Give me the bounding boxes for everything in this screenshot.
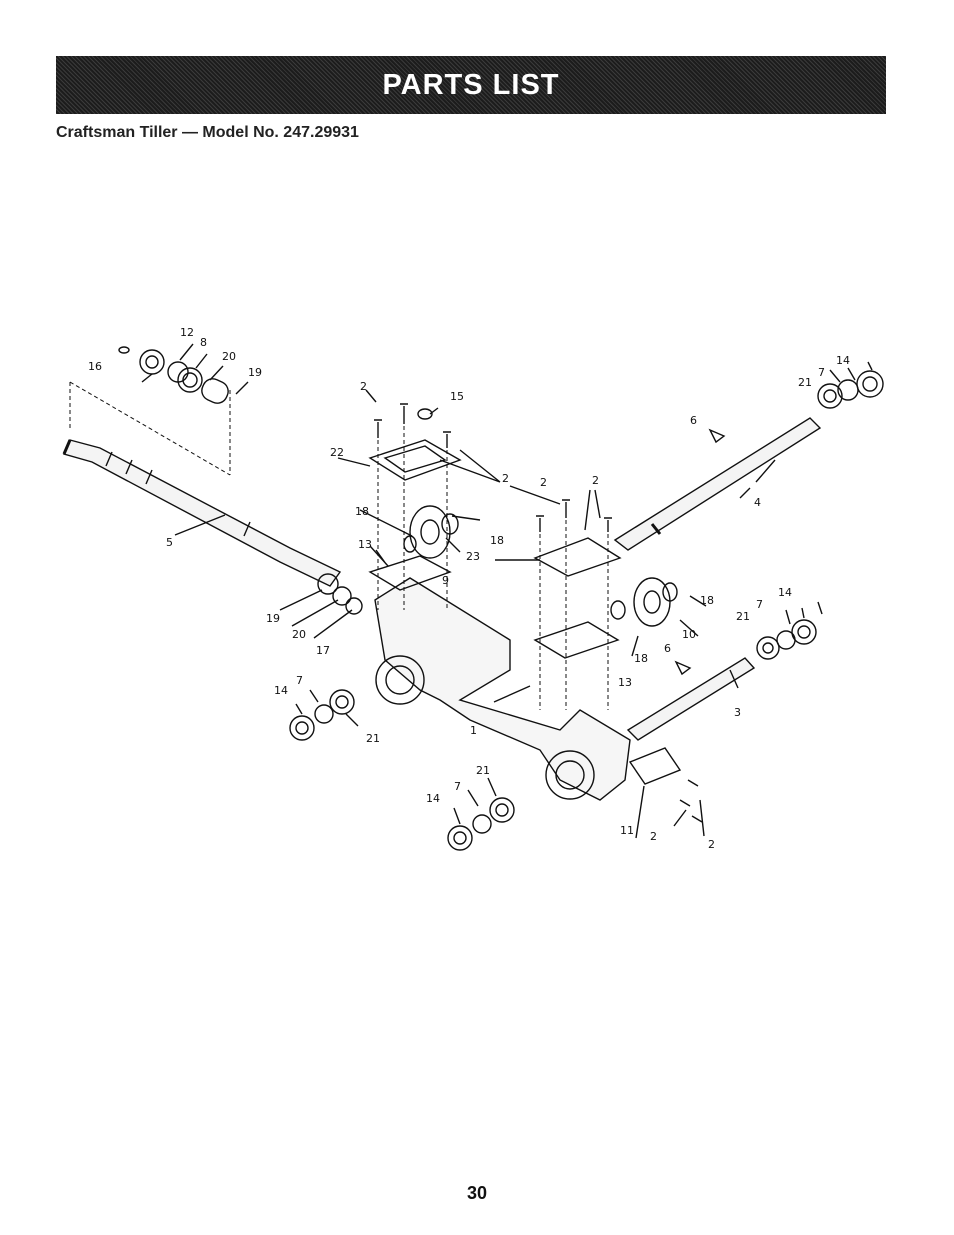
callout-6b: 6 — [664, 642, 671, 655]
callout-17: 17 — [316, 644, 330, 657]
callout-1: 1 — [470, 724, 477, 737]
callout-2e: 2 — [708, 838, 715, 851]
callout-20b: 20 — [292, 628, 306, 641]
page-number: 30 — [466, 1183, 488, 1203]
callout-20a: 20 — [222, 350, 236, 363]
callout-16: 16 — [88, 360, 102, 373]
callout-21a: 21 — [798, 376, 812, 389]
callout-2f: 2 — [540, 476, 547, 489]
callout-18b: 18 — [490, 534, 504, 547]
callout-18a: 18 — [355, 505, 369, 518]
callout-13b: 13 — [618, 676, 632, 689]
callout-18c: 18 — [700, 594, 714, 607]
callout-2b: 2 — [502, 472, 509, 485]
callout-10: 10 — [682, 628, 696, 641]
exploded-parts-diagram: 12 8 20 19 16 2 15 22 2 2 18 18 13 23 9 … — [40, 310, 920, 870]
callout-19a: 19 — [248, 366, 262, 379]
callout-9: 9 — [442, 574, 449, 587]
callout-7c: 7 — [296, 674, 303, 687]
callout-7b: 7 — [756, 598, 763, 611]
callout-3: 3 — [734, 706, 741, 719]
callout-2a: 2 — [360, 380, 367, 393]
parts-list-banner: PARTS LIST — [56, 56, 886, 114]
callout-21d: 21 — [476, 764, 490, 777]
callout-6a: 6 — [690, 414, 697, 427]
callout-13a: 13 — [358, 538, 372, 551]
callout-5: 5 — [166, 536, 173, 549]
callout-14d: 14 — [426, 792, 440, 805]
callout-12: 12 — [180, 326, 194, 339]
callout-2d: 2 — [650, 830, 657, 843]
callout-19b: 19 — [266, 612, 280, 625]
callout-7d: 7 — [454, 780, 461, 793]
callout-2c: 2 — [592, 474, 599, 487]
callout-14c: 14 — [274, 684, 288, 697]
callout-21c: 21 — [366, 732, 380, 745]
callout-7a: 7 — [818, 366, 825, 379]
diagram-svg: 12 8 20 19 16 2 15 22 2 2 18 18 13 23 9 … — [62, 326, 884, 851]
banner-title: PARTS LIST — [382, 68, 560, 101]
callout-4: 4 — [754, 496, 761, 509]
callout-8: 8 — [200, 336, 207, 349]
callout-22: 22 — [330, 446, 344, 459]
callout-21b: 21 — [736, 610, 750, 623]
callout-23: 23 — [466, 550, 480, 563]
callout-11: 11 — [620, 824, 634, 837]
callout-14b: 14 — [778, 586, 792, 599]
callout-15: 15 — [450, 390, 464, 403]
callout-18d: 18 — [634, 652, 648, 665]
callout-14a: 14 — [836, 354, 850, 367]
model-subtitle: Craftsman Tiller — Model No. 247.29931 — [56, 124, 359, 141]
